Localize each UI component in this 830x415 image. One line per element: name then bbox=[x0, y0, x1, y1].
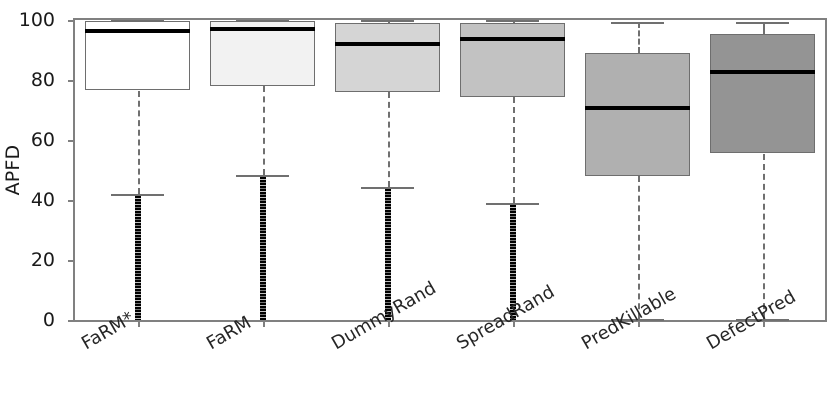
whisker-lower bbox=[387, 92, 390, 188]
y-tick-label: 80 bbox=[30, 69, 55, 91]
y-tick-label: 60 bbox=[30, 129, 55, 151]
whisker-cap-lower bbox=[111, 194, 164, 196]
whisker-cap-upper bbox=[111, 20, 164, 22]
median-line bbox=[210, 27, 315, 32]
box-rect bbox=[585, 53, 690, 176]
y-tick-label: 20 bbox=[30, 249, 55, 271]
whisker-cap-lower bbox=[236, 175, 289, 178]
whisker-lower bbox=[637, 176, 640, 320]
y-tick-mark bbox=[68, 260, 75, 262]
outlier-points bbox=[134, 195, 141, 320]
x-tick-mark bbox=[637, 320, 640, 327]
x-tick-mark bbox=[262, 320, 265, 327]
whisker-cap-upper bbox=[361, 20, 414, 22]
y-tick-mark bbox=[68, 20, 75, 22]
box-rect bbox=[210, 20, 315, 86]
whisker-upper bbox=[637, 22, 640, 53]
whisker-cap-lower bbox=[611, 319, 664, 322]
y-tick-mark bbox=[68, 320, 75, 322]
box-rect bbox=[335, 23, 440, 92]
whisker-cap-upper bbox=[486, 20, 539, 22]
y-tick-mark bbox=[68, 200, 75, 202]
y-tick-label: 0 bbox=[42, 309, 55, 331]
whisker-cap-lower bbox=[486, 203, 539, 206]
median-line bbox=[85, 29, 190, 33]
whisker-cap-upper bbox=[611, 22, 664, 25]
box-rect bbox=[460, 23, 565, 97]
x-tick-mark bbox=[137, 320, 140, 327]
whisker-cap-lower bbox=[736, 319, 789, 322]
median-line bbox=[585, 105, 690, 110]
x-tick-mark bbox=[762, 320, 765, 327]
y-tick-mark bbox=[68, 80, 75, 82]
outlier-points bbox=[509, 204, 516, 320]
whisker-lower bbox=[512, 96, 515, 204]
median-line bbox=[710, 69, 815, 74]
x-tick-mark bbox=[387, 320, 390, 327]
whisker-cap-upper bbox=[736, 22, 789, 25]
y-tick-mark bbox=[68, 140, 75, 142]
whisker-upper bbox=[762, 22, 765, 34]
whisker-lower bbox=[762, 153, 765, 320]
y-tick-label: 40 bbox=[30, 189, 55, 211]
median-line bbox=[460, 36, 565, 41]
x-tick-mark bbox=[512, 320, 515, 327]
whisker-lower bbox=[137, 90, 140, 194]
median-line bbox=[335, 41, 440, 46]
box-rect bbox=[710, 33, 815, 154]
outlier-points bbox=[259, 176, 266, 320]
plot-area: 0 20 40 60 80 100 bbox=[19, 9, 827, 331]
whisker-cap-lower bbox=[361, 187, 414, 190]
y-tick-label: 100 bbox=[18, 9, 55, 31]
whisker-lower bbox=[262, 86, 265, 176]
outlier-points bbox=[384, 188, 391, 320]
